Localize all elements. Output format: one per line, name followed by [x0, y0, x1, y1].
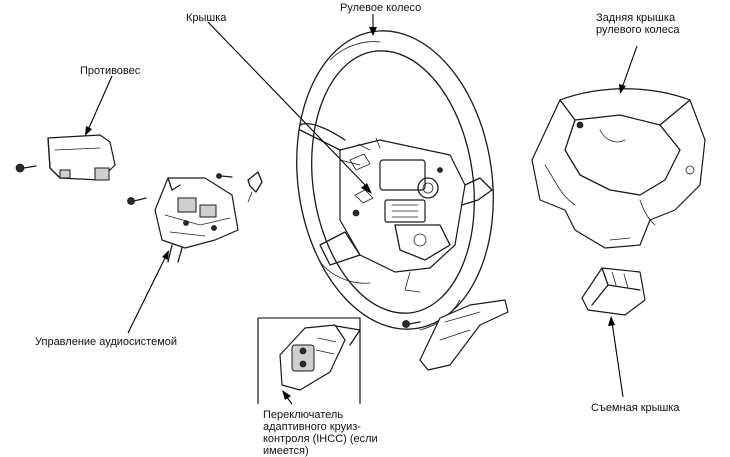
audio-control-part: [154, 177, 239, 263]
rear-cover-part: [531, 88, 706, 249]
counterweight-part: [47, 134, 116, 181]
steering-wheel-exploded-diagram: Крышка Рулевое колесо Задняя крышка руле…: [15, 2, 706, 457]
label-steering-wheel: Рулевое колесо: [340, 2, 422, 14]
ihcc-switch-part: [279, 324, 361, 391]
spoke-cover-part: [402, 299, 509, 371]
screw-counterweight: [15, 163, 37, 173]
label-rear-cover: Задняя крышка рулевого колеса: [596, 12, 680, 36]
steering-wheel-hub: [299, 123, 493, 293]
removable-cover-part: [581, 267, 646, 316]
label-ihcc-switch: Переключатель адаптивного круиз-контроля…: [263, 409, 378, 457]
small-bracket: [216, 171, 263, 203]
screw-audio: [127, 197, 147, 205]
label-cover: Крышка: [186, 12, 227, 24]
label-audio-control: Управление аудиосистемой: [35, 336, 178, 348]
label-counterweight: Противовес: [80, 65, 141, 77]
leader-lines: [85, 14, 638, 405]
label-removable-cover: Съемная крышка: [591, 402, 680, 414]
